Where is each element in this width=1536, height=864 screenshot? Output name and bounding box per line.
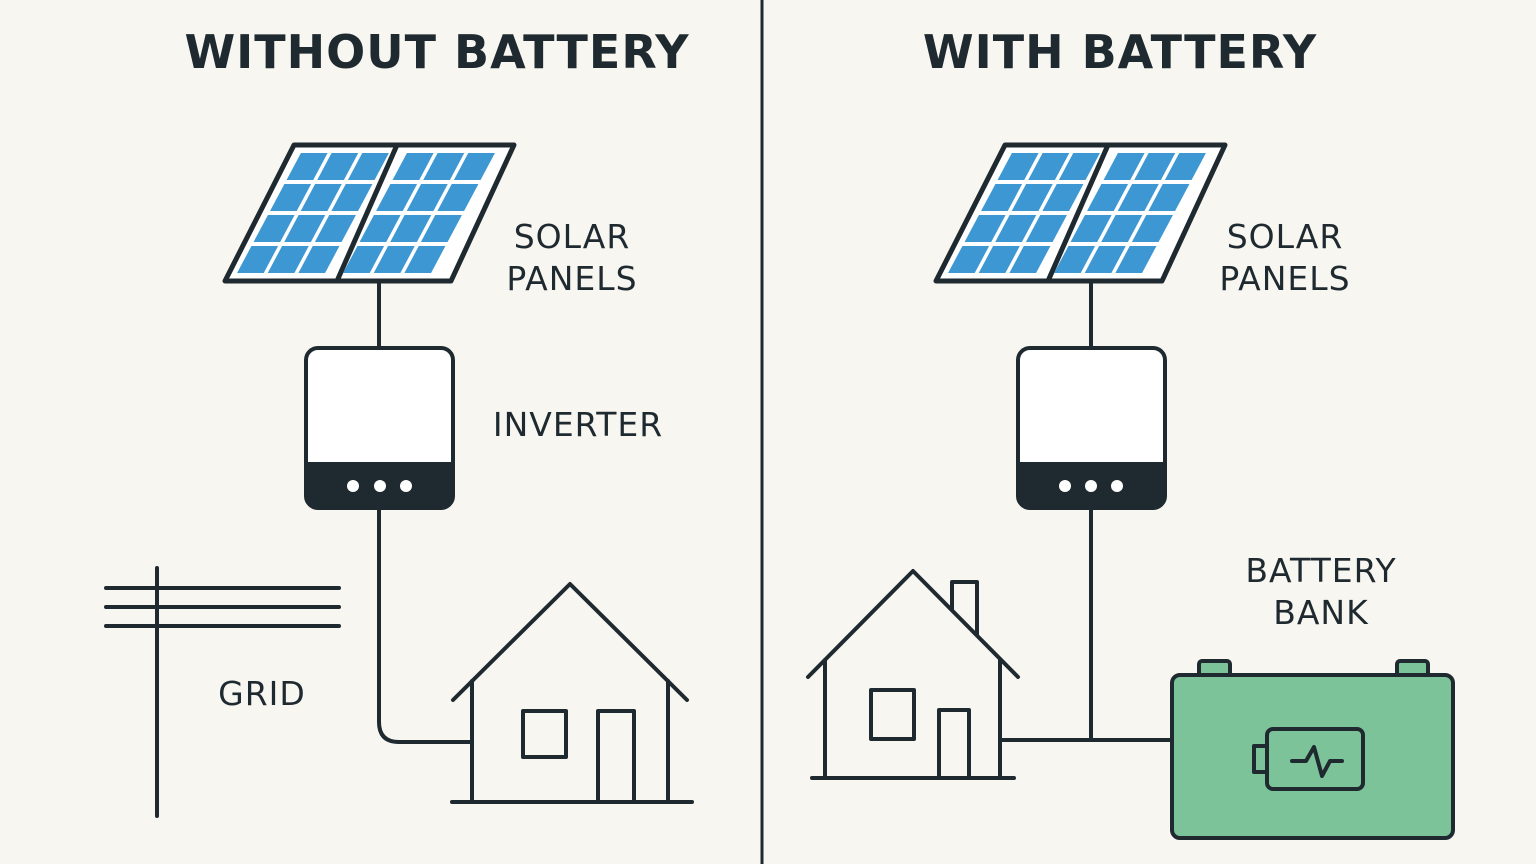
left-solar-cell: [420, 215, 462, 242]
right-solar-cell: [1009, 246, 1051, 273]
left-solar-cell: [343, 246, 385, 273]
right-solar-cell: [995, 215, 1037, 242]
right-solar-cell: [997, 153, 1039, 180]
right-solar-label-line2: PANELS: [1219, 259, 1350, 298]
left-solar-label-line2: PANELS: [506, 259, 637, 298]
battery-bank-icon: [1170, 659, 1455, 840]
left-solar-cell: [423, 153, 465, 180]
left-solar-cell: [253, 215, 295, 242]
left-solar-cell: [298, 246, 340, 273]
left-inverter-house-wire: [377, 506, 474, 744]
left-solar-cell: [406, 184, 448, 211]
left-solar-cell: [300, 184, 342, 211]
grid-pole-icon: [104, 566, 341, 818]
right-solar-panels-icon: [933, 142, 1228, 284]
right-inverter-icon: [1016, 346, 1167, 510]
right-solar-cell: [1028, 153, 1070, 180]
left-solar-cell: [317, 153, 359, 180]
left-solar-label-line1: SOLAR: [514, 217, 631, 256]
right-solar-cell: [1131, 215, 1173, 242]
left-solar-cell: [359, 215, 401, 242]
right-solar-cell: [1101, 215, 1143, 242]
battery-label-line1: BATTERY: [1245, 551, 1396, 590]
left-house-icon: [450, 582, 694, 804]
right-solar-cell: [1134, 153, 1176, 180]
right-house-icon: [806, 569, 1020, 780]
right-solar-cell: [1115, 246, 1157, 273]
left-solar-cell: [314, 215, 356, 242]
right-solar-cell: [1148, 184, 1190, 211]
left-solar-cell: [267, 246, 309, 273]
left-solar-cell: [284, 215, 326, 242]
left-solar-cell: [286, 153, 328, 180]
left-title: WITHOUT BATTERY: [184, 25, 689, 79]
right-solar-cell: [1164, 153, 1206, 180]
left-solar-cell: [331, 184, 373, 211]
battery-label-line2: BANK: [1273, 593, 1369, 632]
left-solar-cell: [373, 246, 415, 273]
right-title: WITH BATTERY: [923, 25, 1317, 79]
right-solar-cell: [978, 246, 1020, 273]
left-inverter-icon: [304, 346, 455, 510]
left-solar-cell: [270, 184, 312, 211]
left-solar-cell: [347, 153, 389, 180]
right-solar-cell: [1011, 184, 1053, 211]
right-solar-cell: [1087, 184, 1129, 211]
right-solar-cell: [1054, 246, 1096, 273]
left-solar-cell: [392, 153, 434, 180]
right-solar-cell: [1117, 184, 1159, 211]
left-solar-panels-icon: [222, 142, 517, 284]
right-solar-cell: [964, 215, 1006, 242]
right-solar-cell: [1084, 246, 1126, 273]
grid-label: GRID: [218, 674, 306, 713]
right-solar-cell: [1058, 153, 1100, 180]
right-solar-cell: [981, 184, 1023, 211]
left-solar-cell: [390, 215, 432, 242]
left-solar-cell: [437, 184, 479, 211]
left-solar-cell: [237, 246, 279, 273]
left-solar-cell: [453, 153, 495, 180]
right-solar-cell: [1070, 215, 1112, 242]
right-solar-cell: [1103, 153, 1145, 180]
right-solar-cell: [1025, 215, 1067, 242]
right-solar-label-line1: SOLAR: [1227, 217, 1344, 256]
left-solar-cell: [376, 184, 418, 211]
left-inverter-label: INVERTER: [493, 405, 663, 444]
right-solar-cell: [948, 246, 990, 273]
left-solar-cell: [404, 246, 446, 273]
right-solar-cell: [1042, 184, 1084, 211]
